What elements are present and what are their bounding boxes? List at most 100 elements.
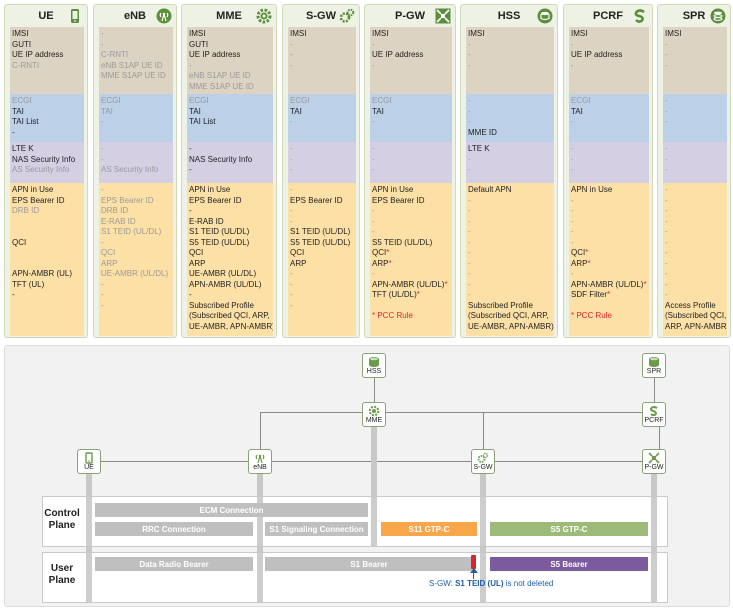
field-line: QCI* — [372, 248, 390, 257]
section-s3: LTE K-- — [466, 142, 554, 183]
field-line: ECGI — [101, 96, 121, 105]
field-line: TFT (UL) — [12, 279, 45, 289]
field-line: - — [290, 300, 293, 310]
mme-node[interactable]: MME — [362, 402, 386, 427]
field-line: MME S1AP UE ID — [189, 81, 254, 91]
field-line: - — [290, 216, 293, 226]
field-line: - — [101, 300, 104, 310]
field-line: QCI — [290, 248, 305, 257]
field-line: - — [665, 144, 668, 153]
field-line: - — [665, 269, 668, 278]
field-line: - — [372, 165, 375, 174]
section-s2: ---MME ID — [466, 94, 554, 142]
swirl-icon — [632, 8, 648, 24]
field-line: TAI — [101, 106, 113, 116]
field-line: - — [468, 258, 471, 268]
section-s1: IMSI--- — [466, 27, 554, 94]
field-line: - — [468, 269, 471, 278]
field-line: LTE K — [12, 144, 34, 153]
field-line: - — [189, 60, 192, 70]
field-line: QCI — [189, 248, 204, 257]
field-line: - — [468, 96, 471, 105]
field-line: - — [571, 39, 574, 49]
pgw-node[interactable]: P-GW — [642, 449, 666, 474]
field-line: - — [290, 269, 293, 278]
ue-node[interactable]: UE — [77, 449, 101, 474]
field-line: ARP, APN-AMBR) — [665, 321, 727, 331]
field-line: - — [290, 279, 293, 289]
gear-double-icon — [477, 452, 489, 463]
field-line: - — [290, 144, 293, 153]
field-line: - — [468, 290, 471, 299]
field-line — [12, 259, 82, 270]
spr-label: SPR — [646, 368, 662, 375]
field-line: DRB ID — [12, 206, 40, 215]
pcrf-node[interactable]: PCRF — [642, 402, 666, 427]
field-line: ECGI — [372, 96, 392, 105]
column-title: eNB — [94, 5, 176, 27]
field-line: - — [665, 96, 668, 105]
gear-icon — [368, 405, 380, 417]
spr-node[interactable]: SPR — [642, 353, 666, 378]
section-s4: -----------Access Profile(Subscribed QCI… — [663, 183, 727, 336]
field-line: - — [571, 165, 574, 174]
field-line: - — [290, 39, 293, 49]
database-icon — [537, 8, 553, 24]
note-prefix: S-GW: — [429, 579, 456, 588]
field-line: * PCC Rule — [571, 311, 612, 320]
link-line — [397, 412, 659, 413]
field-line: TAI List — [189, 117, 216, 126]
sgw-note: S-GW: S1 TEID (UL) is not deleted — [429, 579, 553, 588]
section-s4: -EPS Bearer ID--S1 TEID (UL/DL)S5 TEID (… — [288, 183, 356, 336]
s11-gtpc-bar: S11 GTP-C — [381, 522, 477, 536]
swirl-icon — [650, 406, 658, 417]
enb-stem-front — [257, 496, 263, 603]
field-line: ARP* — [571, 258, 591, 268]
field-line: - — [571, 216, 574, 226]
field-line: E-RAB ID — [189, 216, 224, 226]
field-line: - — [468, 106, 471, 116]
section-s1: IMSI--- — [663, 27, 727, 94]
field-line: APN-AMBR (UL/DL)* — [571, 279, 647, 289]
arrows-icon — [435, 8, 451, 24]
sgw-node[interactable]: S-GW — [471, 449, 495, 474]
field-line: - — [189, 144, 192, 153]
field-line: - — [101, 154, 104, 164]
hss-label: HSS — [366, 368, 382, 375]
field-line: IMSI — [290, 29, 307, 38]
field-line: - — [12, 290, 15, 299]
field-line: APN in Use — [189, 185, 231, 194]
field-line: - — [468, 50, 471, 59]
database-icon — [649, 357, 659, 367]
field-line: - — [189, 290, 192, 299]
field-line: - — [571, 227, 574, 236]
section-s3: --- — [569, 142, 649, 183]
field-line: IMSI — [571, 29, 588, 38]
hss-node[interactable]: HSS — [362, 353, 386, 378]
field-line: - — [189, 165, 192, 174]
field-line: TAI — [372, 106, 384, 116]
field-line: IMSI — [468, 29, 485, 38]
column-title-text: PCRF — [593, 10, 623, 22]
field-line: - — [665, 290, 668, 299]
arrows-icon — [648, 452, 660, 464]
field-line: EPS Bearer ID — [101, 195, 154, 205]
phone-icon — [85, 452, 93, 464]
field-line: ARP* — [372, 258, 392, 268]
field-line — [12, 217, 82, 228]
enb-node[interactable]: eNB — [248, 449, 272, 474]
field-line: - — [468, 248, 471, 257]
field-line: - — [665, 50, 668, 59]
section-s1: IMSI--- — [288, 27, 356, 94]
field-line: QCI — [12, 237, 27, 247]
database-stack-icon — [710, 8, 726, 24]
